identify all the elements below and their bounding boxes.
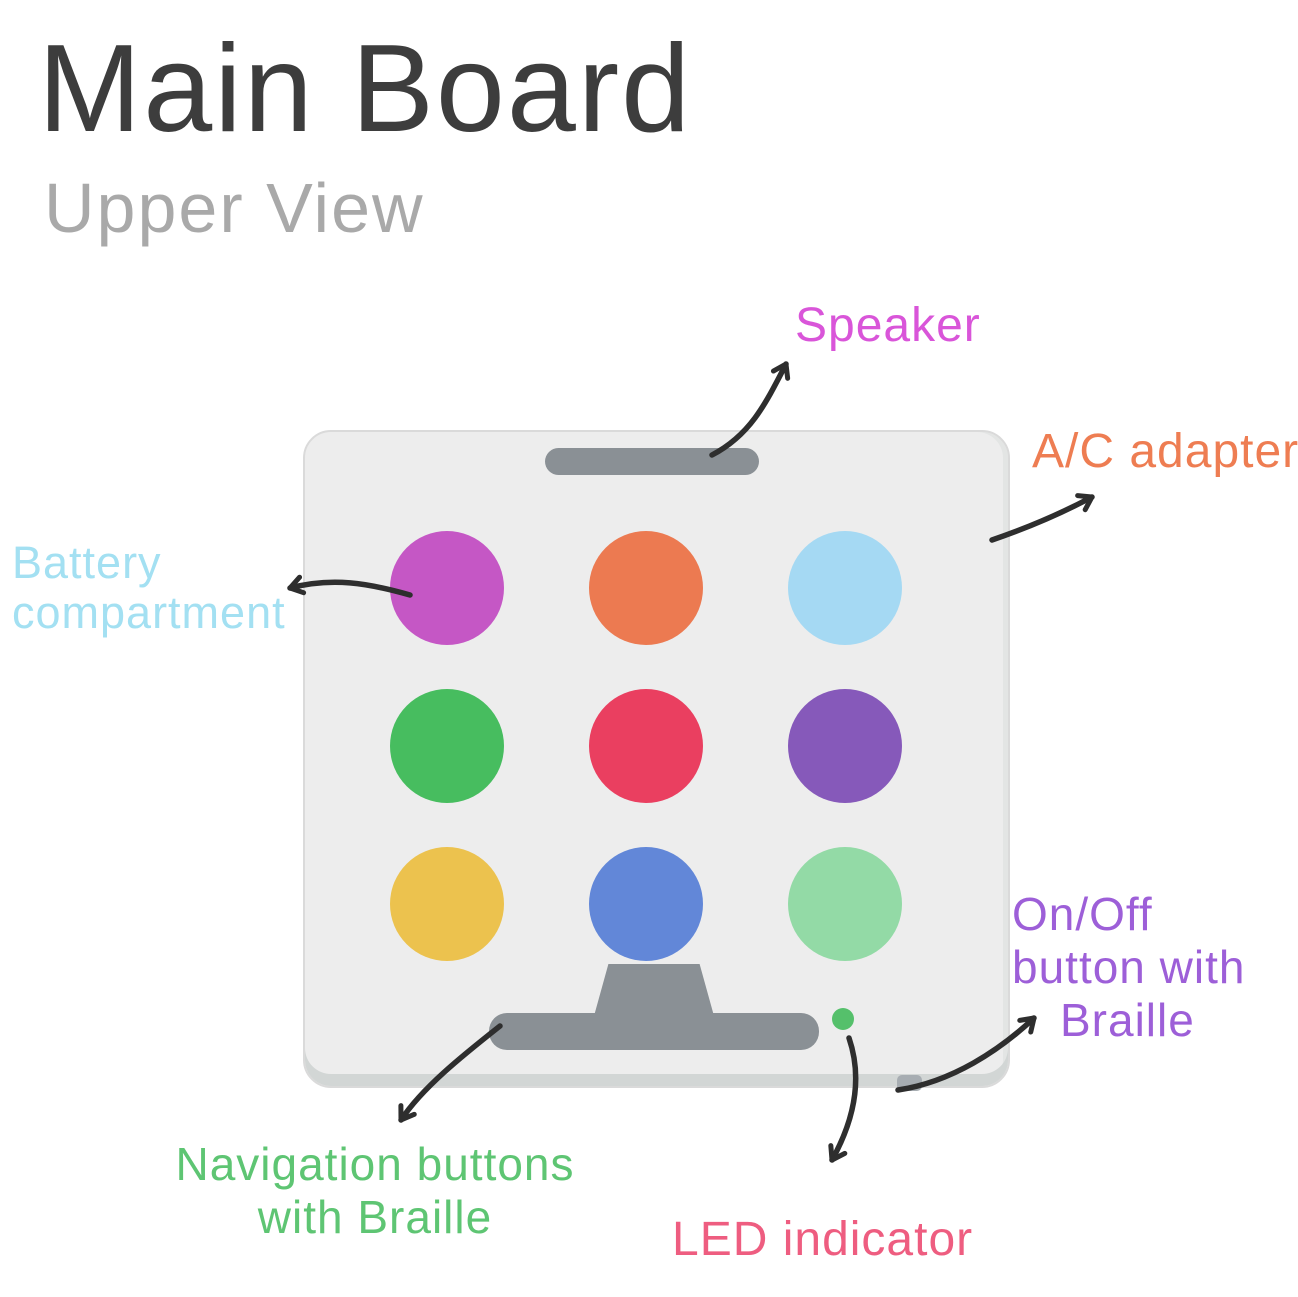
navigation-buttons-bar	[489, 1013, 819, 1050]
led-indicator-label: LED indicator	[672, 1213, 974, 1266]
button-lightblue	[788, 531, 902, 645]
button-purple	[788, 689, 902, 803]
onoff-label-line1: On/Off	[1012, 888, 1153, 940]
onoff-label-line2: button with	[1012, 940, 1246, 993]
battery-label-line1: Battery	[12, 537, 162, 588]
button-grid	[390, 531, 902, 961]
navigation-label-line2: with Braille	[257, 1190, 493, 1243]
speaker-grille	[545, 448, 759, 475]
main-board	[303, 430, 1010, 1091]
page-subtitle: Upper View	[44, 169, 425, 247]
button-lightgreen	[788, 847, 902, 961]
button-green	[390, 689, 504, 803]
button-blue	[589, 847, 703, 961]
button-magenta	[390, 531, 504, 645]
onoff-label-line3: Braille	[1060, 993, 1195, 1046]
led-indicator-dot	[832, 1008, 854, 1030]
ac-adapter-label: A/C adapter	[1032, 425, 1298, 478]
navigation-label-line1: Navigation buttons	[175, 1138, 575, 1190]
battery-compartment-label: Battery compartment	[12, 537, 286, 639]
button-orange	[589, 531, 703, 645]
button-red	[589, 689, 703, 803]
page-title: Main Board	[38, 20, 693, 158]
speaker-label: Speaker	[795, 299, 981, 352]
navigation-buttons-stem	[594, 964, 714, 1016]
battery-label-line2: compartment	[12, 587, 286, 639]
navigation-buttons-label: Navigation buttons with Braille	[170, 1138, 580, 1244]
button-yellow	[390, 847, 504, 961]
onoff-button-label: On/Off button with Braille	[1012, 888, 1245, 1047]
onoff-button	[897, 1075, 922, 1091]
